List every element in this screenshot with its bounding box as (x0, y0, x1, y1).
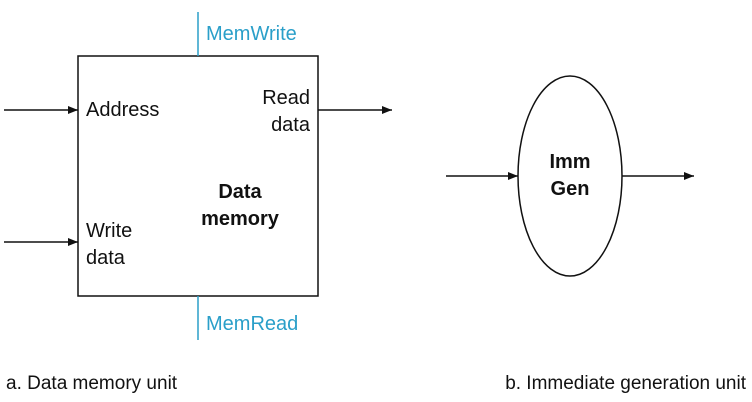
imm-gen-ellipse (517, 75, 623, 277)
address-port-label: Address (86, 99, 159, 121)
imm-gen-title-line2: Gen (551, 178, 590, 200)
data-memory-title-line2: memory (201, 208, 280, 230)
imm-gen-title-line1: Imm (549, 151, 590, 173)
caption-a: a. Data memory unit (6, 373, 178, 394)
memwrite-label: MemWrite (206, 23, 297, 45)
write-data-port-label-line2: data (86, 247, 126, 269)
read-data-port-label-line2: data (271, 114, 311, 136)
memread-label: MemRead (206, 313, 298, 335)
write-data-port-label-line1: Write (86, 220, 132, 242)
read-data-port-label-line1: Read (262, 87, 310, 109)
caption-b: b. Immediate generation unit (505, 373, 747, 394)
data-memory-title-line1: Data (218, 181, 262, 203)
